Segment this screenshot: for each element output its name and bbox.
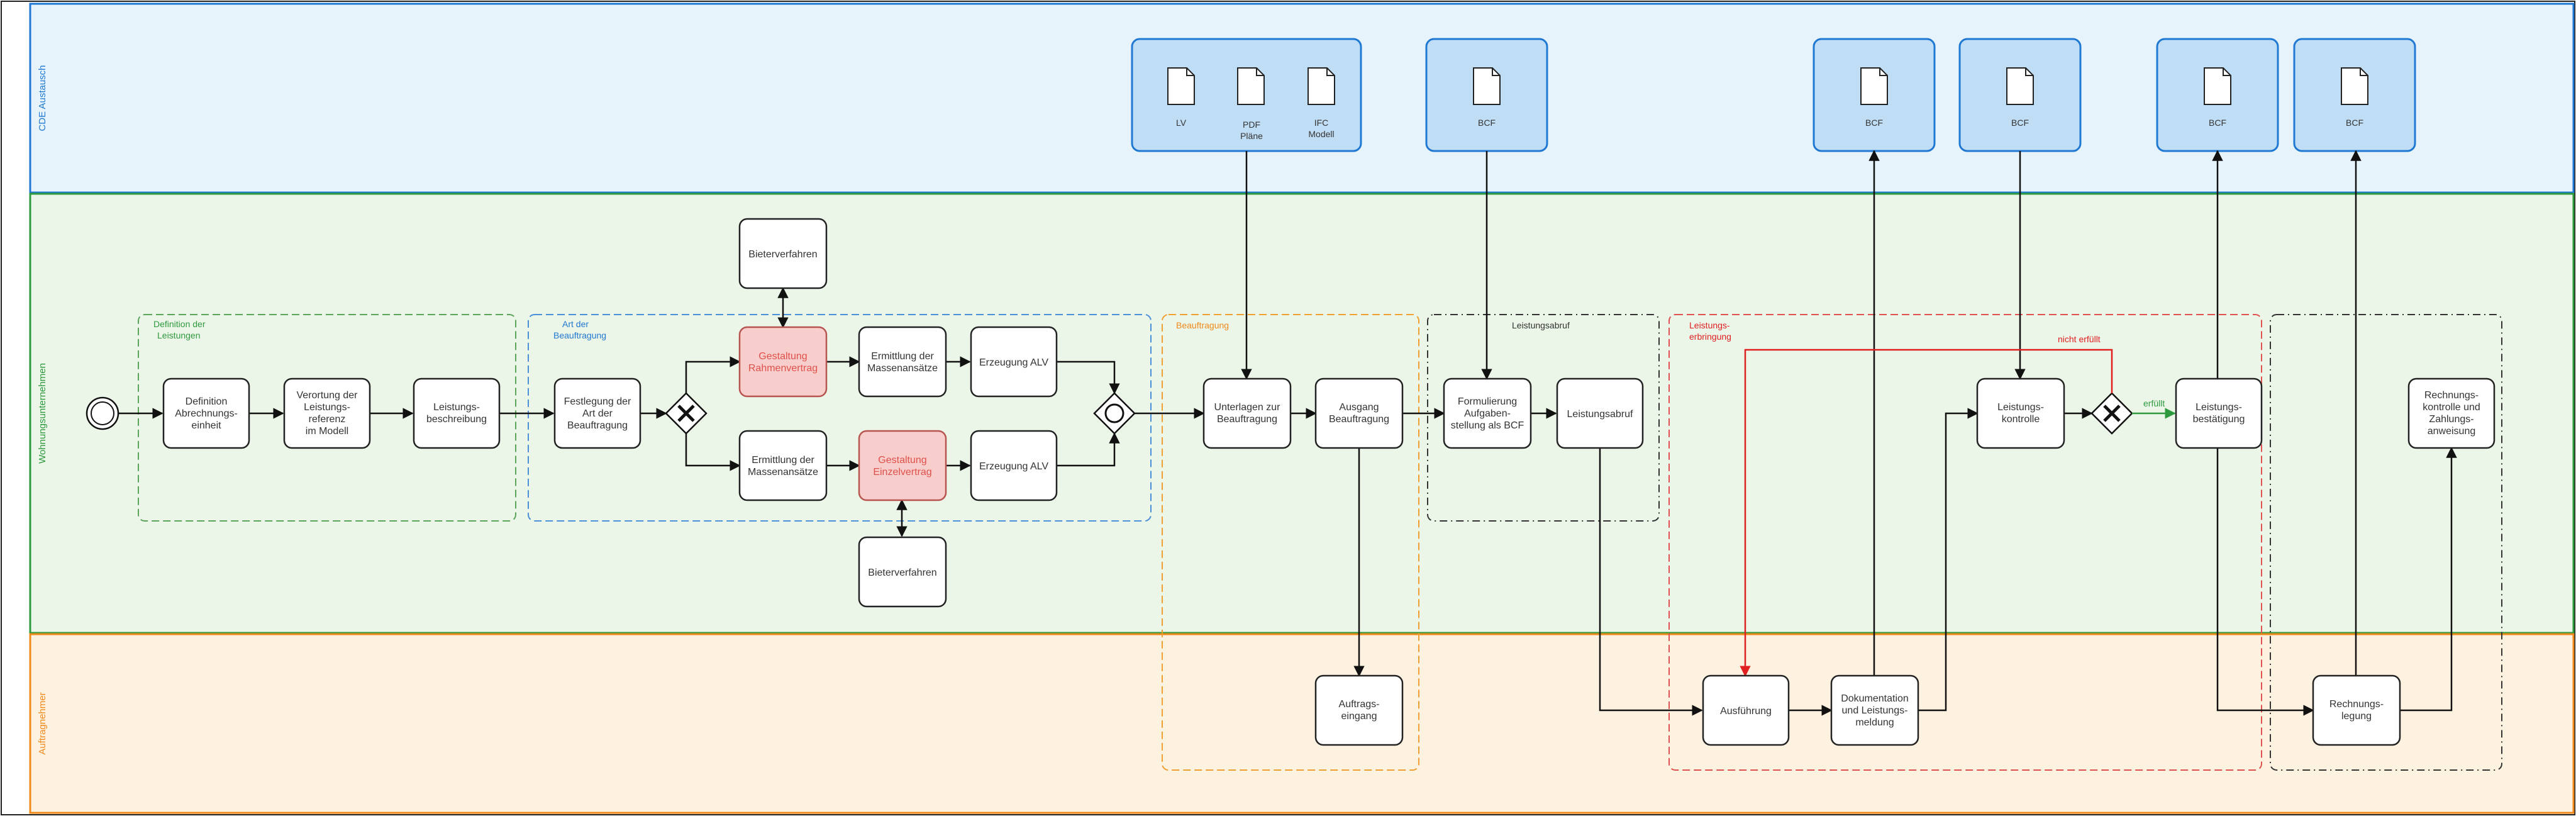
task-leistungsbeschreibung: Leistungs-beschreibung: [413, 377, 501, 449]
task-ausfuehrung: Ausführung: [1702, 674, 1790, 746]
svg-text:Bieterverfahren: Bieterverfahren: [748, 249, 817, 260]
group-beauftragung: [1162, 314, 1419, 771]
svg-text:Erzeugung ALV: Erzeugung ALV: [979, 461, 1048, 472]
lane-label-wohnungsunternehmen: Wohnungsunternehmen: [37, 363, 48, 464]
lane-label-auftragnehmer: Auftragnehmer: [37, 692, 48, 754]
task-auftragseingang: Auftrags-eingang: [1314, 674, 1404, 746]
svg-text:Bieterverfahren: Bieterverfahren: [868, 567, 936, 578]
group-leistungserbringung: [1668, 314, 2262, 771]
flow-nicht-erfuellt: [1740, 349, 2113, 677]
group-definition: [138, 314, 516, 522]
cde-label-bcf-5: BCF: [2346, 118, 2363, 128]
cde-label-bcf-3: BCF: [2011, 118, 2029, 128]
svg-text:Leistungsabruf: Leistungsabruf: [1567, 409, 1634, 420]
svg-text:Erzeugung ALV: Erzeugung ALV: [979, 357, 1048, 368]
task-rechnungslegung: Rechnungs-legung: [2312, 674, 2401, 746]
group-label-beauftragung: Beauftragung: [1176, 320, 1229, 330]
gateway-xor-kontrolle: [2090, 392, 2133, 435]
cde-label-bcf-1: BCF: [1478, 118, 1496, 128]
task-leistungskontrolle: Leistungs-kontrolle: [1976, 377, 2065, 449]
task-erzeugung-alv-1: Erzeugung ALV: [970, 326, 1058, 398]
label-nicht-erfuellt: nicht erfüllt: [2058, 334, 2101, 344]
group-label-leistungserbringung: Leistungs-erbringung: [1689, 320, 1731, 342]
group-abrechnung: [2270, 314, 2502, 771]
lane-auftragnehmer: [29, 633, 2575, 814]
label-erfuellt: erfüllt: [2143, 398, 2165, 408]
gateway-merge: [1093, 392, 1136, 435]
cde-label-bcf-2: BCF: [1865, 118, 1883, 128]
task-bieterverfahren-1: Bieterverfahren: [738, 218, 828, 289]
svg-text:Auftrags-eingang: Auftrags-eingang: [1339, 699, 1380, 722]
svg-text:Rechnungs-legung: Rechnungs-legung: [2329, 699, 2384, 722]
lane-label-cde: CDE Austausch: [37, 65, 48, 131]
svg-text:Leistungs-kontrolle: Leistungs-kontrolle: [1997, 402, 2044, 425]
group-art: [528, 314, 1152, 522]
cde-label-lv: LV: [1176, 118, 1187, 128]
task-erzeugung-alv-2: Erzeugung ALV: [970, 430, 1058, 501]
task-leistungsabruf: Leistungsabruf: [1556, 377, 1644, 449]
svg-text:Leistungs-beschreibung: Leistungs-beschreibung: [426, 402, 487, 425]
task-bieterverfahren-2: Bieterverfahren: [858, 536, 947, 608]
gateway-xor-1: [665, 392, 708, 435]
svg-text:Leistungs-bestätigung: Leistungs-bestätigung: [2193, 402, 2245, 425]
group-label-leistungsabruf: Leistungsabruf: [1512, 320, 1570, 330]
task-leistungsbestaetigung: Leistungs-bestätigung: [2175, 377, 2263, 449]
cde-label-bcf-4: BCF: [2209, 118, 2226, 128]
group-leistungsabruf: [1427, 314, 1660, 522]
svg-text:Ausführung: Ausführung: [1720, 706, 1772, 717]
